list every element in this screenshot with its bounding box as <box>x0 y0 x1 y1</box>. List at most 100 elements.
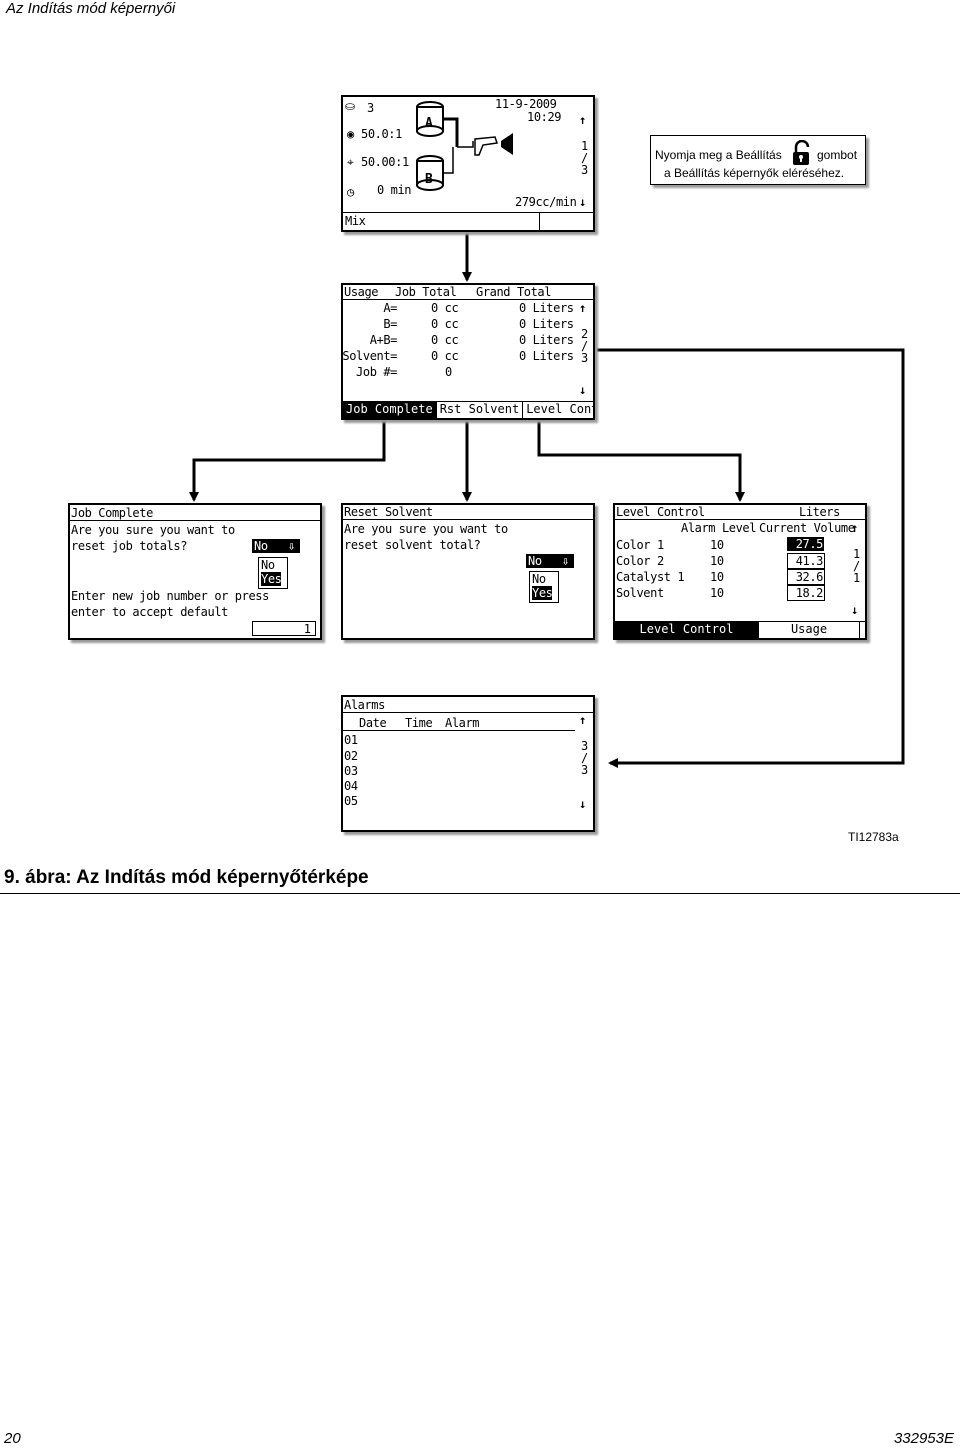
level-row-alarm[interactable]: 10 <box>710 538 724 552</box>
job-counter-icon: ⛀ <box>345 99 355 113</box>
usage-row-label: Solvent= <box>342 349 397 363</box>
level-row-name: Solvent <box>616 586 664 600</box>
run-screen: ⛀ 3 ◉ 50.0:1 ⌖ 50.00:1 ◷ 0 min A B 11-9-… <box>341 95 595 232</box>
figure-caption: 9. ábra: Az Indítás mód képernyőtérképe <box>4 867 369 888</box>
timer-icon: ◷ <box>347 185 354 199</box>
page-sep: / <box>581 339 588 353</box>
usage-tab-bar: Job Complete Rst Solvent Level Control <box>343 401 593 418</box>
callout-line1-pre: Nyomja meg a Beállítás <box>655 148 782 162</box>
callout-line1-post: gombot <box>817 148 858 162</box>
arrow-usage-alarms <box>597 348 905 768</box>
tab-usage[interactable]: Usage <box>759 622 860 638</box>
screen-title: Job Complete <box>71 506 153 520</box>
unlock-icon <box>793 140 810 165</box>
tolerance-icon: ⌖ <box>347 155 354 169</box>
usage-row-label: A+B= <box>369 333 398 347</box>
unit-label: Liters <box>799 505 840 519</box>
job-complete-screen: Job Complete Are you sure you want to re… <box>68 503 322 640</box>
option-no[interactable]: No <box>532 572 546 586</box>
col-current-volume: Current Volume <box>759 521 855 535</box>
tank-a-label: A <box>425 116 433 131</box>
arrow-down-icon: ↓ <box>579 797 586 811</box>
arrow-down-icon: ↓ <box>579 195 586 209</box>
tolerance-value: 50.00:1 <box>361 155 409 169</box>
job-value: 3 <box>367 101 374 115</box>
option-no[interactable]: No <box>261 558 275 572</box>
confirm-options: No Yes <box>529 571 559 603</box>
prompt-line2: reset job totals? <box>71 539 188 553</box>
level-row-name: Color 1 <box>616 538 664 552</box>
page-number: 20 <box>4 1430 21 1447</box>
alarm-row[interactable]: 04 <box>344 779 358 793</box>
level-row-name: Catalyst 1 <box>616 570 685 584</box>
confirm-select[interactable]: No ⇩ <box>526 554 574 568</box>
screen-title: Level Control <box>616 505 705 519</box>
page-bottom: 3 <box>581 763 588 777</box>
level-row-current[interactable]: 27.5 <box>787 537 824 551</box>
usage-screen: Usage Job Total Grand Total A= 0 cc 0 Li… <box>341 283 595 420</box>
prompt-line2: reset solvent total? <box>344 538 481 552</box>
level-row-alarm[interactable]: 10 <box>710 554 724 568</box>
confirm-select[interactable]: No ⇩ <box>252 539 300 553</box>
page-top: 3 <box>581 739 588 753</box>
doc-number: 332953E <box>893 1430 954 1447</box>
arrow-up-icon: ↑ <box>851 521 858 535</box>
tank-b-label: B <box>425 172 433 187</box>
page-top: 1 <box>853 547 860 561</box>
col-date: Date <box>359 716 387 730</box>
alarm-row[interactable]: 01 <box>344 733 358 747</box>
caption-rule <box>0 893 960 894</box>
usage-row-label: B= <box>383 317 397 331</box>
figure-id: TI12783a <box>848 830 899 844</box>
arrow-up-icon: ↑ <box>579 301 586 315</box>
usage-row-grand: 0 Liters <box>519 349 574 363</box>
setup-callout: Nyomja meg a Beállítás gombot a Beállítá… <box>650 135 866 185</box>
prompt-line1: Are you sure you want to <box>344 522 508 536</box>
level-row-alarm[interactable]: 10 <box>710 570 724 584</box>
level-row-alarm[interactable]: 10 <box>710 586 724 600</box>
level-row-current[interactable]: 18.2 <box>787 585 825 601</box>
reset-solvent-screen: Reset Solvent Are you sure you want to r… <box>341 503 595 640</box>
level-row-current[interactable]: 41.3 <box>787 553 825 569</box>
option-yes[interactable]: Yes <box>532 586 553 600</box>
alarm-row[interactable]: 02 <box>344 749 358 763</box>
usage-row-job: 0 cc <box>431 333 459 347</box>
arrow-usage-job-complete <box>189 412 389 502</box>
usage-row-job: 0 <box>445 365 452 379</box>
level-row-name: Color 2 <box>616 554 664 568</box>
confirm-options: No Yes <box>258 557 288 589</box>
page-top: 1 <box>581 139 588 153</box>
level-row-current[interactable]: 32.6 <box>787 569 825 585</box>
usage-row-job: 0 cc <box>431 317 459 331</box>
ratio-value: 50.0:1 <box>361 127 402 141</box>
page-sep: / <box>581 751 588 765</box>
alarm-row[interactable]: 03 <box>344 764 358 778</box>
page-sep: / <box>581 151 588 165</box>
level-control-screen: Level Control Liters Alarm Level Current… <box>613 503 867 640</box>
page-bottom: 3 <box>581 351 588 365</box>
usage-row-job: 0 cc <box>431 349 459 363</box>
tab-level-control[interactable]: Level Control <box>523 402 593 418</box>
select-arrow-down-icon: ⇩ <box>562 554 569 568</box>
tab-rst-solvent[interactable]: Rst Solvent <box>437 402 524 418</box>
run-date: 11-9-2009 <box>495 97 557 111</box>
usage-row-grand: 0 Liters <box>519 333 574 347</box>
level-tab-bar: Level Control Usage <box>615 621 865 638</box>
ratio-icon: ◉ <box>347 127 354 141</box>
prompt-line4: enter to accept default <box>71 605 228 619</box>
alarm-row[interactable]: 05 <box>344 794 358 808</box>
job-number-field[interactable]: 1 <box>252 621 316 636</box>
run-time: 10:29 <box>527 110 562 124</box>
option-yes[interactable]: Yes <box>261 572 282 586</box>
time-value: 0 min <box>377 183 412 197</box>
page-header-title: Az Indítás mód képernyői <box>6 0 176 17</box>
arrow-down-icon: ↓ <box>851 603 858 617</box>
usage-row-grand: 0 Liters <box>519 301 574 315</box>
col-job-total: Job Total <box>395 285 457 299</box>
tab-level-control[interactable]: Level Control <box>615 622 759 638</box>
screen-title: Reset Solvent <box>344 505 433 519</box>
mix-diagram <box>416 101 513 191</box>
page-sep: / <box>853 559 860 573</box>
tab-job-complete[interactable]: Job Complete <box>343 402 437 418</box>
